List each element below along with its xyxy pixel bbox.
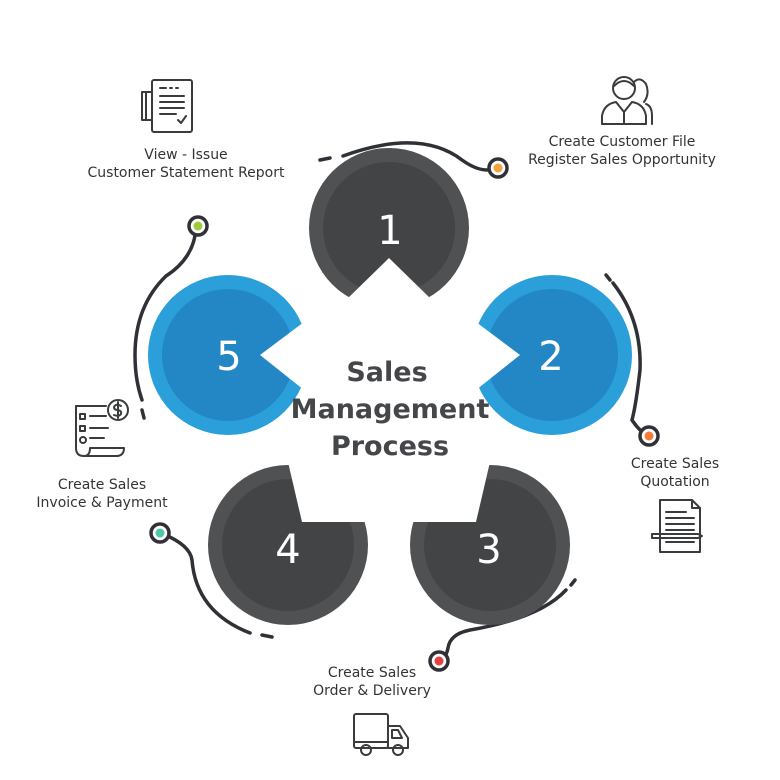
connector-step-2 bbox=[611, 281, 649, 437]
connector-lines bbox=[133, 141, 649, 662]
step-5-dot bbox=[193, 221, 203, 231]
step-2-circle[interactable] bbox=[456, 275, 632, 435]
invoice-dollar-icon bbox=[75, 399, 129, 457]
connector-dash-1 bbox=[318, 156, 332, 162]
center-title-line-1: Sales bbox=[346, 357, 427, 388]
step-4-label-line-2: Invoice & Payment bbox=[36, 495, 168, 511]
step-4-label-line-1: Create Sales bbox=[58, 477, 146, 493]
step-2-label-line-2: Quotation bbox=[640, 474, 709, 490]
customers-icon bbox=[601, 76, 653, 125]
statement-report-icon bbox=[141, 79, 193, 133]
step-5-label-line-1: View - Issue bbox=[144, 147, 227, 163]
step-5-number: 5 bbox=[216, 334, 241, 380]
connector-dash-3 bbox=[569, 578, 577, 587]
step-5-label-line-2: Customer Statement Report bbox=[88, 165, 285, 181]
connector-dash-5 bbox=[140, 408, 146, 420]
step-5-circle[interactable] bbox=[148, 275, 324, 435]
center-title-line-2: Management bbox=[291, 394, 490, 425]
step-2-label-line-1: Create Sales bbox=[631, 456, 719, 472]
step-4-circle[interactable] bbox=[208, 462, 368, 625]
step-1-label-line-1: Create Customer File bbox=[549, 134, 696, 150]
connector-step-5 bbox=[133, 226, 198, 402]
connector-step-1 bbox=[341, 141, 489, 172]
endpoint-dots bbox=[149, 157, 660, 672]
step-3-label-line-2: Order & Delivery bbox=[313, 683, 431, 699]
connector-dash-4 bbox=[260, 633, 274, 639]
step-4-dot bbox=[155, 528, 165, 538]
connector-dash-2 bbox=[604, 273, 612, 282]
step-3-number: 3 bbox=[476, 527, 501, 573]
step-3-dot bbox=[434, 656, 444, 666]
center-title-line-3: Process bbox=[331, 431, 449, 462]
delivery-truck-icon bbox=[353, 713, 409, 756]
step-1-number: 1 bbox=[377, 208, 402, 254]
step-1-label-line-2: Register Sales Opportunity bbox=[528, 152, 716, 168]
step-3-circle[interactable] bbox=[410, 462, 570, 625]
quotation-document-icon bbox=[651, 499, 703, 553]
step-2-number: 2 bbox=[538, 334, 563, 380]
step-4-number: 4 bbox=[275, 527, 300, 573]
step-1-circle[interactable] bbox=[309, 148, 469, 320]
step-2-dot bbox=[644, 431, 654, 441]
step-3-label-line-1: Create Sales bbox=[328, 665, 416, 681]
connector-step-4 bbox=[161, 532, 252, 635]
step-1-dot bbox=[493, 163, 503, 173]
